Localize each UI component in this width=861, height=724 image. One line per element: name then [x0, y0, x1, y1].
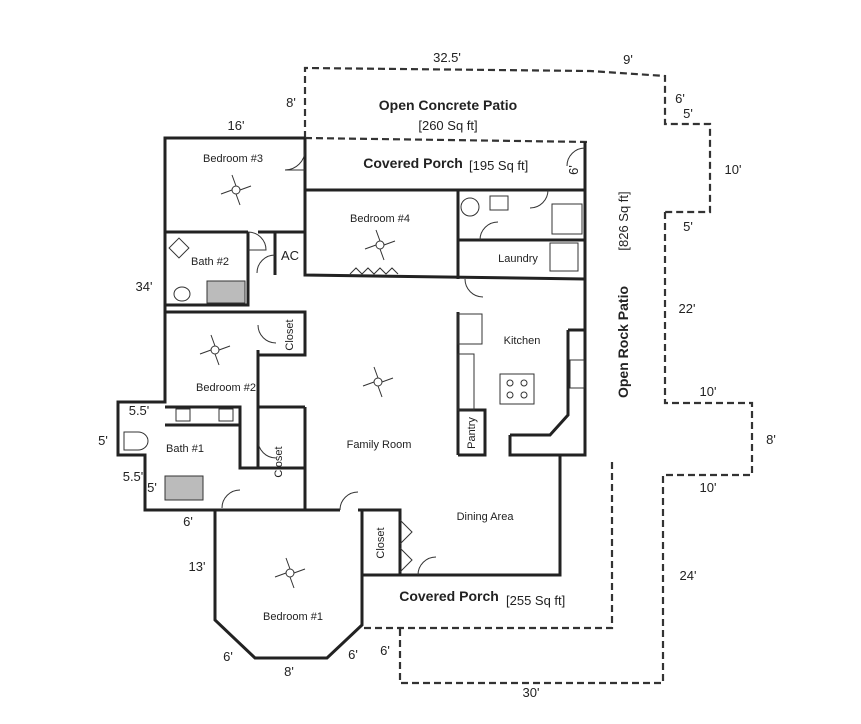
- door-swings: [221, 147, 586, 576]
- water-heater-icon: [460, 197, 480, 217]
- closet-dining-label: Closet: [375, 527, 387, 558]
- folding-door-icon: [349, 267, 399, 275]
- ceiling-fan-icon: [274, 557, 306, 589]
- open-concrete-patio-area: [260 Sq ft]: [418, 118, 477, 133]
- dimension-label: 32.5': [433, 50, 461, 65]
- bedroom3-label: Bedroom #3: [203, 153, 263, 165]
- dimension-label: 10': [700, 480, 717, 495]
- dimension-label: 5.5': [123, 469, 144, 484]
- dimension-label: 24': [680, 568, 697, 583]
- dimension-label: 34': [136, 279, 153, 294]
- dimension-labels: 32.5' 9' 8' 16' 6' 5' 10' 5' 6' 34' 22' …: [98, 50, 776, 700]
- open-concrete-patio-label: Open Concrete Patio: [379, 97, 517, 113]
- bedroom1-label: Bedroom #1: [263, 611, 323, 623]
- family-room-label: Family Room: [347, 439, 412, 451]
- ceiling-fan-icon: [220, 174, 252, 206]
- sink-icon: [168, 237, 190, 259]
- open-concrete-patio-outline: [303, 66, 712, 214]
- washer-icon: [551, 203, 583, 235]
- dryer-icon: [549, 242, 579, 272]
- shower-icon: [164, 475, 204, 501]
- bedroom4-label: Bedroom #4: [350, 213, 410, 225]
- dimension-label: 13': [189, 559, 206, 574]
- covered-porch-bottom-area: [255 Sq ft]: [506, 593, 565, 608]
- open-rock-patio-area: [826 Sq ft]: [616, 191, 631, 250]
- closet-bed2-label: Closet: [284, 319, 296, 350]
- dimension-label: 5.5': [129, 403, 150, 418]
- sink-icon: [218, 408, 234, 422]
- bath2-label: Bath #2: [191, 256, 229, 268]
- dining-area-label: Dining Area: [457, 511, 515, 523]
- kitchen-sink-icon: [569, 359, 585, 389]
- bath1-label: Bath #1: [166, 443, 204, 455]
- exterior-walls: [116, 136, 587, 660]
- pantry-label: Pantry: [466, 417, 478, 449]
- open-rock-patio-label: Open Rock Patio: [615, 286, 631, 398]
- shower-icon: [206, 280, 246, 304]
- dimension-label: 6': [566, 165, 581, 175]
- dimension-label: 6': [675, 91, 685, 106]
- covered-porch-top-area: [195 Sq ft]: [469, 158, 528, 173]
- dimension-label: 5': [98, 433, 108, 448]
- refrigerator-icon: [457, 313, 483, 345]
- sink-icon: [175, 408, 191, 422]
- dimension-label: 6': [223, 649, 233, 664]
- dimension-label: 22': [679, 301, 696, 316]
- kitchen-label: Kitchen: [504, 335, 541, 347]
- dimension-label: 6': [183, 514, 193, 529]
- laundry-sink-icon: [489, 195, 509, 211]
- dimension-label: 8': [766, 432, 776, 447]
- dimension-label: 30': [523, 685, 540, 700]
- dimension-label: 5': [147, 480, 157, 495]
- cooktop-island-icon: [499, 373, 535, 405]
- ceiling-fan-icon: [199, 334, 231, 366]
- ceiling-fan-icon: [362, 366, 394, 398]
- dimension-label: 10': [700, 384, 717, 399]
- open-rock-patio-outline: [398, 212, 754, 685]
- fixtures: [123, 174, 585, 589]
- dimension-label: 6': [380, 643, 390, 658]
- room-labels: Open Concrete Patio [260 Sq ft] Covered …: [166, 97, 631, 623]
- dimension-label: 16': [228, 118, 245, 133]
- ac-label: AC: [281, 248, 299, 263]
- toilet-icon: [123, 431, 149, 451]
- toilet-icon: [173, 286, 191, 302]
- dimension-label: 5': [683, 219, 693, 234]
- covered-porch-top-label: Covered Porch: [363, 155, 463, 171]
- laundry-label: Laundry: [498, 253, 538, 265]
- counter-icon: [457, 353, 475, 411]
- dimension-label: 8': [286, 95, 296, 110]
- bedroom2-label: Bedroom #2: [196, 382, 256, 394]
- dimension-label: 8': [284, 664, 294, 679]
- folding-door-icon: [399, 519, 413, 573]
- closet-bath1-label: Closet: [273, 446, 285, 477]
- dimension-label: 9': [623, 52, 633, 67]
- dimension-label: 6': [348, 647, 358, 662]
- dimension-label: 10': [725, 162, 742, 177]
- dimension-label: 5': [683, 106, 693, 121]
- covered-porch-bottom-label: Covered Porch: [399, 588, 499, 604]
- ceiling-fan-icon: [364, 229, 396, 261]
